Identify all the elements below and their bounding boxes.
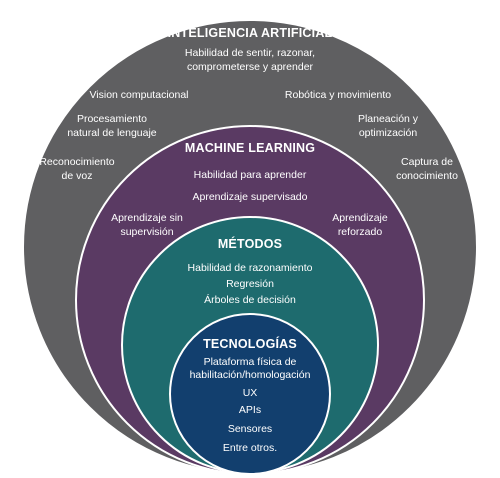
tech-title: TECNOLOGÍAS bbox=[203, 336, 297, 351]
ai-procesamiento-line1: Procesamiento bbox=[77, 113, 147, 125]
ai-captura-line1: Captura de bbox=[401, 156, 453, 168]
tech-item-4: Sensores bbox=[228, 423, 272, 435]
tech-item-1-line1: Plataforma física de bbox=[204, 356, 297, 368]
ai-reconocimiento-line2: de voz bbox=[62, 170, 93, 182]
ai-captura-line2: conocimiento bbox=[396, 170, 458, 182]
ml-reforzado-line2: reforzado bbox=[338, 226, 383, 238]
ai-planeacion-line1: Planeación y bbox=[358, 113, 419, 125]
tech-item-2: UX bbox=[243, 387, 258, 399]
tech-item-3: APIs bbox=[239, 404, 261, 416]
tech-item-1-line2: habilitación/homologación bbox=[190, 369, 311, 381]
ml-item-2: Aprendizaje supervisado bbox=[193, 191, 308, 203]
methods-item-2: Regresión bbox=[226, 278, 274, 290]
ai-reconocimiento-line1: Reconocimiento bbox=[39, 156, 114, 168]
ai-capability-line2: comprometerse y aprender bbox=[187, 61, 314, 73]
tech-item-5: Entre otros. bbox=[223, 442, 277, 454]
methods-title: MÉTODOS bbox=[218, 236, 282, 251]
ai-title: INTELIGENCIA ARTIFICIAL bbox=[168, 26, 333, 40]
methods-item-1: Habilidad de razonamiento bbox=[188, 262, 313, 274]
methods-item-3: Árboles de decisión bbox=[204, 293, 296, 306]
ai-robotica-label: Robótica y movimiento bbox=[285, 89, 391, 101]
ml-sin-supervision-line1: Aprendizaje sin bbox=[111, 212, 183, 224]
ai-procesamiento-line2: natural de lenguaje bbox=[67, 127, 156, 139]
technologies-core bbox=[169, 313, 331, 475]
ai-capability-line1: Habilidad de sentir, razonar, bbox=[185, 47, 315, 59]
ml-title: MACHINE LEARNING bbox=[185, 141, 315, 155]
ml-reforzado-line1: Aprendizaje bbox=[332, 212, 388, 224]
ml-item-1: Habilidad para aprender bbox=[194, 169, 307, 181]
ai-vision-label: Vision computacional bbox=[89, 89, 188, 101]
ai-planeacion-line2: optimización bbox=[359, 127, 418, 139]
ml-sin-supervision-line2: supervisión bbox=[120, 226, 173, 238]
